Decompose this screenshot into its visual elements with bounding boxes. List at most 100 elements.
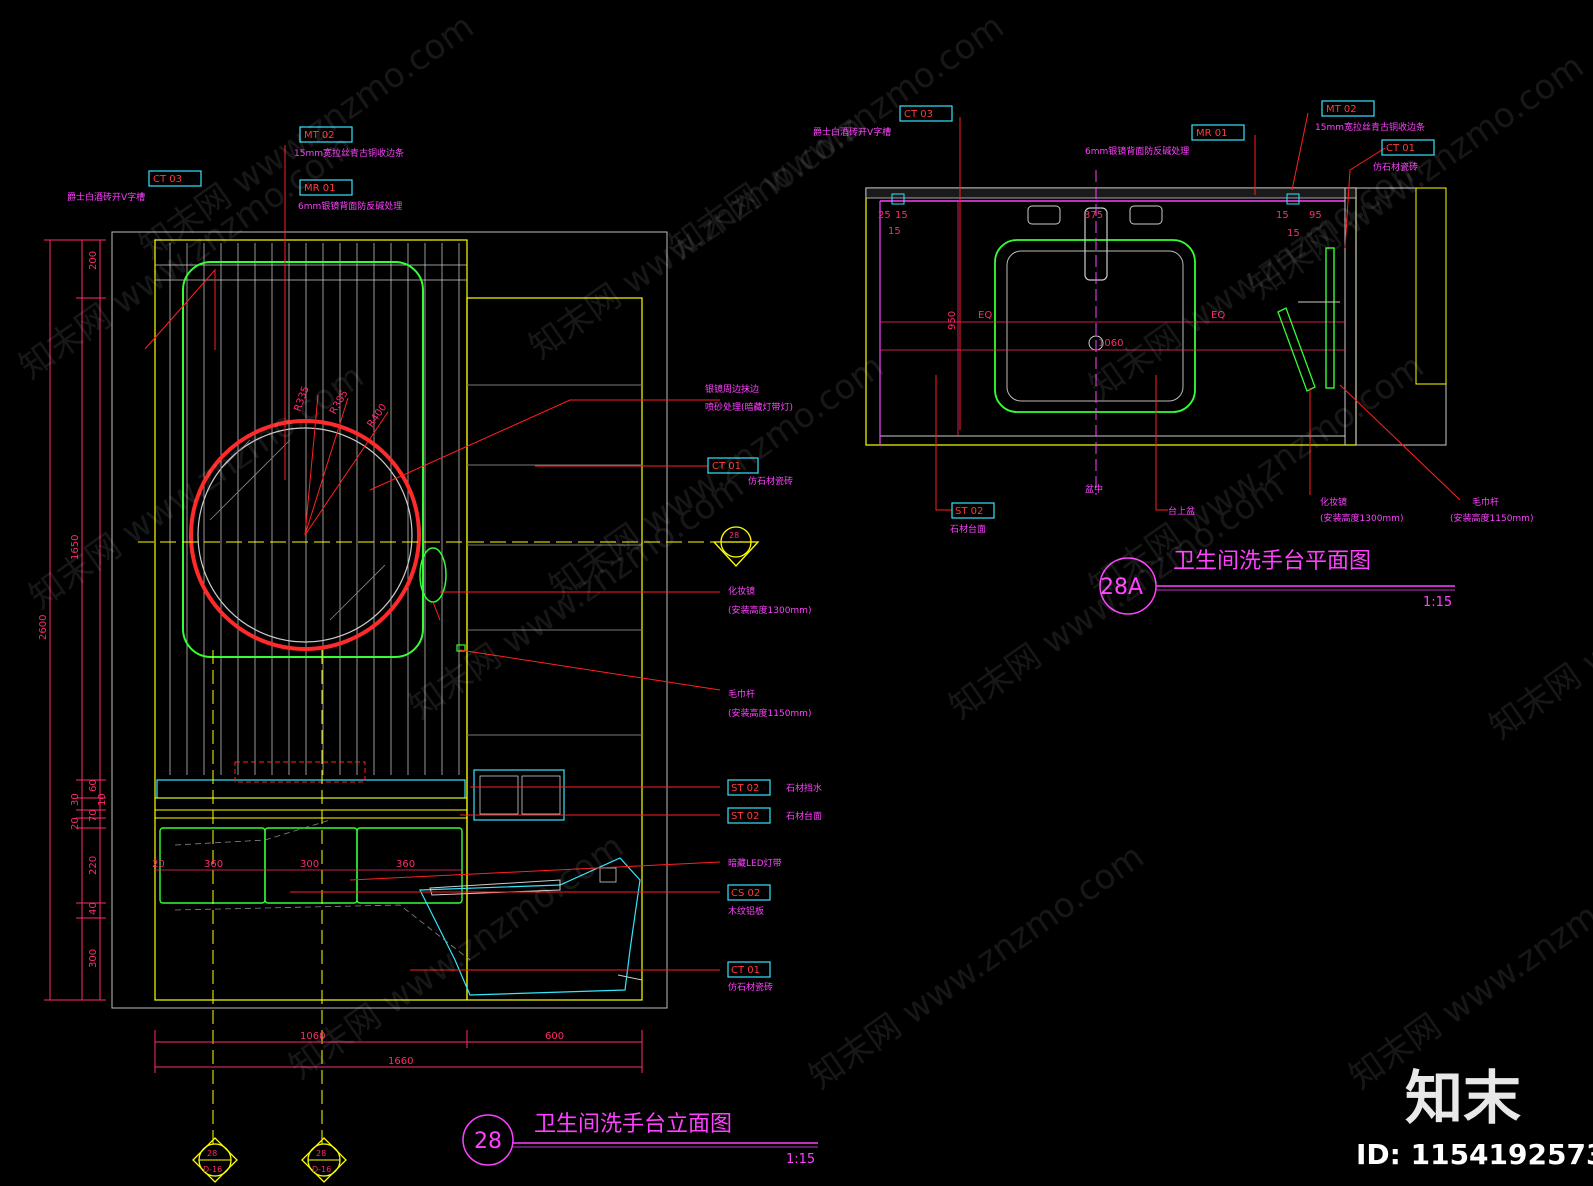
tag-st02-splash: ST 02: [731, 783, 759, 794]
tag-cs02: CS 02: [731, 888, 760, 899]
shelf-box: [473, 769, 565, 821]
plan-dim-950: 950: [947, 311, 958, 330]
note-cs02: 木纹铝板: [728, 905, 764, 917]
plan-view: 25 15 15 375 15 15 95 950 EQ EQ 1060: [813, 100, 1533, 615]
plan-tag-ct01: CT 01: [1386, 143, 1415, 154]
plan-scale: 1:15: [1423, 595, 1452, 610]
plan-leaders: [935, 112, 1461, 511]
basin-outline: [234, 761, 366, 783]
section-mark-bottom-left: 28 D-16: [192, 1137, 238, 1183]
znzmo-logo: 知末: [1405, 1064, 1521, 1132]
vertical-dimensions: [44, 239, 106, 1001]
section-mark-bottom-right: 28 D-16: [301, 1137, 347, 1183]
svg-text:28: 28: [729, 531, 739, 540]
note-ct03: 爵士白酒砖开V字槽: [67, 191, 145, 203]
dim-600: 600: [545, 1031, 564, 1042]
plan-note-towel-height: (安装高度1150mm): [1450, 512, 1533, 524]
plan-towel-bar: [1277, 307, 1316, 392]
towel-bar: [456, 644, 466, 652]
dim-300: 300: [300, 859, 319, 870]
svg-text:D-16: D-16: [203, 1165, 222, 1174]
note-mt02: 15mm宽拉丝青古铜收边条: [294, 147, 404, 159]
dim-30: 30: [70, 793, 81, 806]
plan-counter-outline: [865, 187, 1357, 446]
plan-dim-15: 15: [895, 210, 908, 221]
svg-text:28: 28: [316, 1149, 326, 1158]
elevation-tags: CT 03 爵士白酒砖开V字槽 MT 02 15mm宽拉丝青古铜收边条 MR 0…: [67, 126, 822, 993]
plan-note-ct01: 仿石材瓷砖: [1373, 161, 1418, 173]
dim-360: 360: [204, 859, 223, 870]
wall-panel: [154, 239, 468, 1001]
tag-ct01-lower: CT 01: [731, 965, 760, 976]
elevation-number: 28: [474, 1129, 502, 1154]
dim-10: 10: [97, 793, 108, 806]
plan-tags: CT 03 爵士白酒砖开V字槽 MR 01 6mm银镜背面防反碱处理 MT 02…: [813, 100, 1435, 535]
elevation-leaders: [144, 145, 721, 971]
watermark-text: 知末网 www.znzmo.com: [132, 6, 481, 267]
note-led: 暗藏LED灯带: [728, 857, 782, 869]
plan-dim-eq: EQ: [978, 310, 992, 321]
dim-20: 20: [70, 817, 81, 830]
tag-mt02: MT 02: [304, 130, 335, 141]
stone-counter: [154, 797, 468, 811]
plan-note-makeup-height: (安装高度1300mm): [1320, 512, 1403, 524]
svg-text:28: 28: [207, 1149, 217, 1158]
note-makeup-mirror-height: (安装高度1300mm): [728, 604, 811, 616]
round-mirror-inner: [197, 427, 413, 643]
round-mirror-outer: [189, 419, 421, 651]
tag-mr01: MR 01: [304, 183, 335, 194]
dim-220: 220: [88, 856, 99, 875]
side-cabinet: [466, 297, 643, 1001]
plan-dim-eq2: EQ: [1211, 310, 1225, 321]
watermark-text: 知末网 www.znzmo.com: [1482, 486, 1593, 747]
note-st02-splash: 石材挡水: [786, 782, 822, 794]
plan-tag-mt02: MT 02: [1326, 104, 1357, 115]
plan-dim-95: 95: [1309, 210, 1322, 221]
dim-60: 60: [88, 779, 99, 792]
tag-ct03: CT 03: [153, 174, 182, 185]
watermark-text: 知末网 www.znzmo.com: [22, 356, 371, 617]
watermark-text: 知末网 www.znzmo.com: [282, 826, 631, 1087]
plan-dim-lines: [880, 201, 1345, 436]
plan-note-st02: 石材台面: [950, 523, 986, 535]
drawer-right: [356, 827, 463, 904]
note-st02-counter: 石材台面: [786, 810, 822, 822]
dim-300: 300: [88, 949, 99, 968]
note-mr01: 6mm银镜背面防反碱处理: [298, 200, 402, 212]
plan-tag-ct03: CT 03: [904, 109, 933, 120]
plan-dim-375: 375: [1084, 210, 1103, 221]
note-makeup-mirror: 化妆镜: [728, 585, 755, 597]
watermark-text: 知末网 www.znzmo.com: [1342, 836, 1593, 1097]
plan-dim-15c: 15: [1276, 210, 1289, 221]
elevation-frame: [111, 231, 668, 1009]
plan-note-ct03: 爵士白酒砖开V字槽: [813, 126, 891, 138]
dim-2600: 2600: [38, 615, 49, 640]
dim-1060: 1060: [300, 1031, 325, 1042]
plan-note-center: 盆中: [1085, 483, 1103, 495]
plan-tag-mr01: MR 01: [1196, 128, 1227, 139]
plan-number: 28A: [1100, 575, 1143, 600]
watermark-text: 知末网 www.znzmo.com: [802, 836, 1151, 1097]
basin-inner: [1006, 250, 1184, 402]
plan-title-block: 28A 卫生间洗手台平面图 1:15: [1099, 549, 1455, 615]
note-ct01: 仿石材瓷砖: [748, 475, 793, 487]
dim-40: 40: [88, 902, 99, 915]
plan-note-makeup-mirror: 化妆镜: [1320, 496, 1347, 508]
plan-dim-15d: 15: [1287, 228, 1300, 239]
plan-wall-hatch: [865, 187, 1357, 199]
elevation-scale: 1:15: [786, 1152, 815, 1167]
plan-note-mr01: 6mm银镜背面防反碱处理: [1085, 145, 1189, 157]
valve-left: [1027, 205, 1061, 225]
toilet-outline: [419, 857, 641, 996]
tag-ct01: CT 01: [712, 461, 741, 472]
dim-360: 360: [396, 859, 415, 870]
dim-1660: 1660: [388, 1056, 413, 1067]
note-mirror-edge: 银镜周边抹边: [705, 383, 759, 395]
mirror-frame: [182, 261, 424, 658]
stone-backsplash: [156, 779, 466, 799]
plan-note-mt02: 15mm宽拉丝青古铜收边条: [1315, 121, 1425, 133]
watermark-text: 知末网 www.znzmo.com: [662, 6, 1011, 267]
plan-note-towel-bar: 毛巾杆: [1472, 496, 1499, 508]
svg-text:D-16: D-16: [312, 1165, 331, 1174]
